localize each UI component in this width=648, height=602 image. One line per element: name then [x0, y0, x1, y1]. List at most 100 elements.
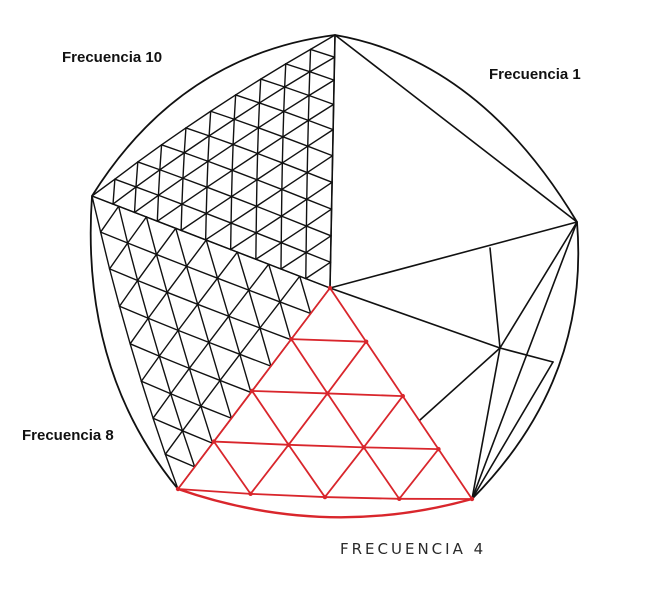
- frequency-8-edge: [146, 217, 156, 254]
- frequency-8-edge: [280, 276, 300, 302]
- frequency-8-edge: [92, 196, 119, 206]
- frequency-10-edge: [258, 128, 283, 137]
- frequency-8-edge: [217, 252, 237, 278]
- frequency-1-edge: [335, 35, 577, 222]
- frequency-8-edge: [206, 240, 237, 252]
- frequency-8-edge: [153, 418, 165, 454]
- frequency-8-edge: [269, 264, 300, 276]
- frequency-10-edge: [308, 120, 333, 129]
- frequency-8-edge: [92, 196, 101, 232]
- frequency-10-edge: [115, 179, 136, 187]
- frequency-10-edge: [286, 64, 310, 72]
- frequency-4-edge: [330, 288, 366, 342]
- frequency-10-edge: [308, 120, 309, 146]
- frequency-8-edge: [201, 406, 232, 418]
- frequency-8-edge: [201, 380, 220, 406]
- frequency-1-edge: [330, 288, 500, 348]
- frequency-10-edge: [282, 173, 307, 190]
- frequency-10-edge: [184, 153, 208, 162]
- frequency-8-edge: [240, 354, 251, 392]
- frequency-10-edge: [184, 136, 209, 153]
- frequency-10-edge: [207, 170, 232, 187]
- frequency-8-edge: [156, 254, 167, 292]
- frequency-10-edge: [136, 170, 160, 187]
- frequency-8-edge: [300, 276, 311, 313]
- frequency-10-edge: [186, 128, 209, 136]
- frequency-10-edge: [309, 80, 334, 95]
- frequency-10-edge: [182, 187, 207, 204]
- frequency-8-label: Frecuencia 8: [22, 427, 114, 444]
- frequency-10-edge: [282, 146, 307, 163]
- frequency-8-edge: [209, 342, 240, 354]
- frequency-10-mesh: [92, 35, 335, 288]
- frequency-10-edge: [306, 262, 331, 278]
- frequency-4-edge: [291, 339, 366, 342]
- frequency-10-edge: [257, 180, 282, 190]
- frequency-10-edge: [256, 243, 281, 260]
- frequency-8-edge: [237, 252, 248, 290]
- frequency-10-edge: [259, 103, 283, 112]
- frequency-8-edge: [141, 381, 170, 394]
- frequency-8-edge: [159, 330, 178, 356]
- frequency-10-edge: [211, 111, 235, 119]
- frequency-10-edge: [282, 137, 283, 163]
- frequency-10-edge: [209, 111, 211, 136]
- frequency-8-edge: [101, 206, 119, 232]
- frequency-4-edge: [364, 396, 403, 447]
- frequency-10-edge: [234, 119, 258, 128]
- frequency-10-edge: [284, 95, 309, 111]
- frequency-10-edge: [261, 64, 286, 79]
- frequency-8-edge: [201, 406, 213, 443]
- frequency-8-edge: [120, 306, 131, 344]
- frequency-10-edge: [233, 119, 234, 144]
- frequency-10-edge: [158, 195, 182, 204]
- frequency-8-edge: [128, 243, 138, 280]
- frequency-10-edge: [160, 170, 183, 178]
- mesh-vertex: [436, 447, 440, 451]
- frequency-8-edge: [128, 243, 157, 254]
- frequency-10-edge: [310, 57, 335, 71]
- frequency-4-edge: [438, 449, 472, 499]
- frequency-8-edge: [110, 269, 120, 306]
- frequency-1-edge: [330, 35, 335, 288]
- frequency-4-label: FRECUENCIA 4: [340, 540, 486, 558]
- mesh-vertex: [364, 339, 368, 343]
- frequency-10-edge: [232, 180, 257, 197]
- frequency-8-edge: [176, 228, 206, 240]
- frequency-10-edge: [206, 223, 231, 240]
- frequency-1-edge: [500, 222, 577, 348]
- frequency-8-edge: [187, 240, 207, 266]
- frequency-10-edge: [258, 103, 259, 128]
- outline-right-arc: [335, 35, 578, 499]
- mesh-vertex: [362, 445, 366, 449]
- frequency-8-edge: [187, 266, 218, 278]
- mesh-vertex: [328, 286, 332, 290]
- frequency-8-edge: [165, 431, 182, 454]
- frequency-8-edge: [183, 406, 201, 431]
- frequency-10-edge: [211, 95, 236, 111]
- frequency-10-edge: [183, 153, 184, 178]
- frequency-8-edge: [167, 292, 198, 304]
- frequency-10-edge: [307, 173, 332, 183]
- frequency-8-edge: [138, 280, 149, 318]
- frequency-10-edge: [157, 195, 158, 221]
- frequency-10-edge: [232, 197, 257, 207]
- frequency-8-edge: [167, 292, 178, 330]
- frequency-10-edge: [135, 195, 159, 212]
- frequency-8-edge: [220, 380, 251, 392]
- frequency-10-edge: [258, 154, 283, 163]
- frequency-10-edge: [113, 179, 115, 204]
- frequency-10-edge: [308, 146, 333, 156]
- frequency-10-edge: [256, 233, 281, 243]
- frequency-10-edge: [232, 170, 233, 196]
- frequency-8-edge: [110, 269, 138, 281]
- frequency-10-edge: [307, 156, 332, 173]
- frequency-10-edge: [306, 253, 330, 263]
- frequency-8-edge: [249, 264, 269, 290]
- frequency-8-edge: [156, 228, 175, 254]
- frequency-4-edge: [178, 442, 214, 489]
- frequency-4-edge: [251, 445, 289, 494]
- frequency-10-edge: [285, 64, 286, 87]
- frequency-8-edge: [141, 381, 153, 418]
